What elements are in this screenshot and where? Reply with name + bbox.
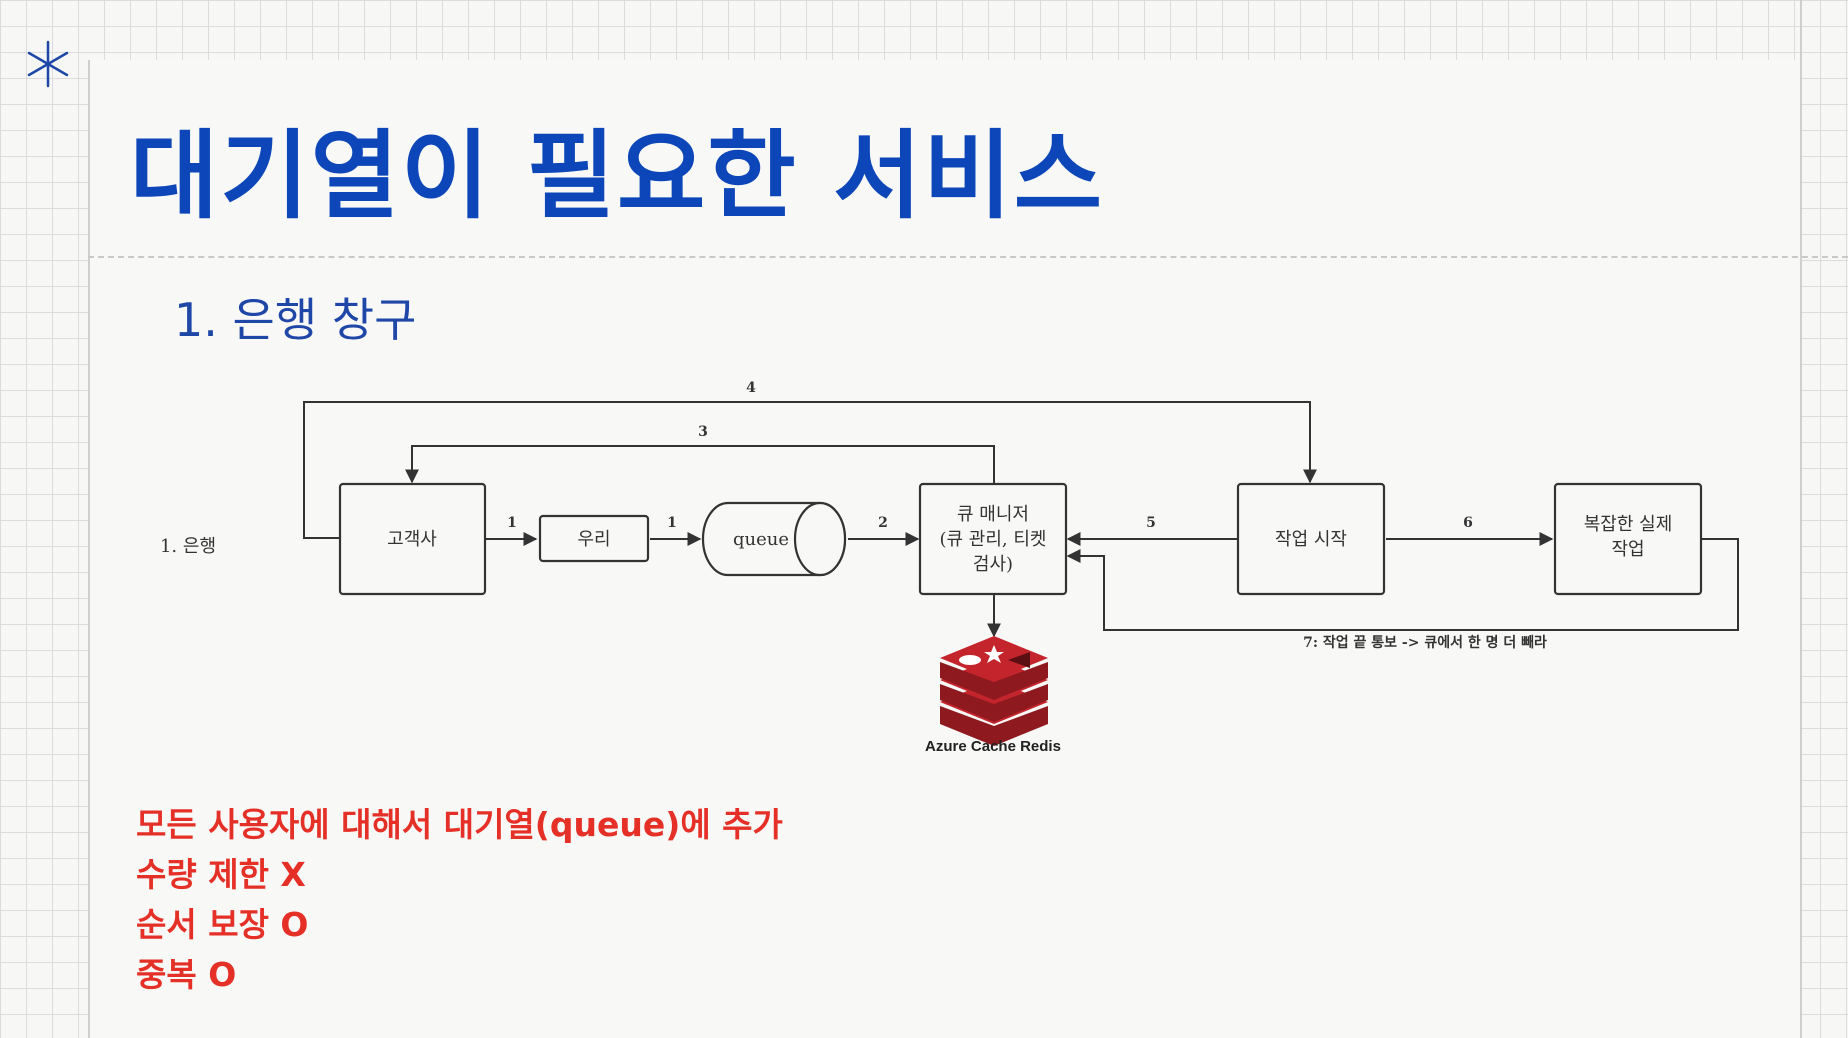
node-manager-label-2: (큐 관리, 티켓	[940, 529, 1047, 550]
node-manager	[918, 482, 1068, 596]
row-label: 1. 은행	[160, 536, 216, 557]
node-queue	[701, 501, 847, 577]
edge-3-label: 3	[698, 424, 708, 440]
note-item: 중복 O	[136, 955, 237, 994]
asterisk-icon	[27, 40, 69, 88]
node-manager-label-1: 큐 매니저	[957, 504, 1029, 525]
node-work	[1553, 482, 1703, 596]
header-divider	[88, 256, 1848, 258]
edge-1a-label: 1	[507, 515, 517, 531]
notes-list: 모든 사용자에 대해서 대기열(queue)에 추가 수량 제한 X 순서 보장…	[136, 800, 783, 1000]
section-subtitle: 1. 은행 창구	[174, 293, 417, 347]
node-queue-label: queue	[733, 529, 789, 550]
node-manager-label-3: 검사)	[973, 554, 1013, 575]
node-work-label-2: 작업	[1611, 539, 1644, 560]
node-customer-label: 고객사	[387, 529, 437, 550]
node-us	[538, 514, 650, 563]
note-item: 모든 사용자에 대해서 대기열(queue)에 추가	[136, 805, 783, 844]
right-margin-rule	[1800, 0, 1802, 1038]
note-item: 수량 제한 X	[136, 855, 306, 894]
edge-4-label: 4	[746, 380, 756, 396]
edge-1b-label: 1	[667, 515, 677, 531]
node-start	[1236, 482, 1386, 596]
node-us-label: 우리	[577, 529, 610, 550]
edge-3-line	[405, 445, 995, 484]
page-title: 대기열이 필요한 서비스	[130, 120, 1105, 232]
edge-7-line	[1066, 538, 1739, 631]
redis-caption: Azure Cache Redis	[925, 738, 1061, 755]
edge-4-line	[303, 401, 1317, 539]
node-customer	[338, 482, 487, 596]
redis-logo-icon	[940, 636, 1048, 746]
edge-7-label: 7: 작업 끝 통보 -> 큐에서 한 명 더 빼라	[1303, 634, 1547, 651]
edge-6-label: 6	[1463, 515, 1473, 531]
node-work-label-1: 복잡한 실제	[1584, 514, 1673, 535]
node-start-label: 작업 시작	[1275, 529, 1347, 550]
edge-2-label: 2	[878, 515, 888, 531]
edge-5-label: 5	[1146, 515, 1156, 531]
note-item: 순서 보장 O	[136, 905, 309, 944]
